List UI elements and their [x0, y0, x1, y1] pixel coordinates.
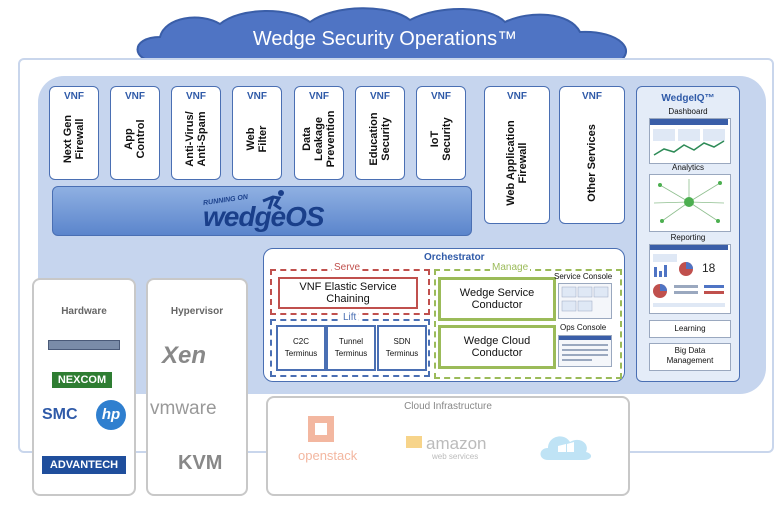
advantech-logo: ADVANTECH: [42, 456, 126, 474]
report-icon: [650, 245, 728, 307]
aws-cubes-icon: [406, 436, 422, 448]
vnf-next-gen-firewall: VNF Next Gen Firewall: [49, 86, 99, 180]
ops-console-thumbnail[interactable]: [558, 335, 612, 367]
vnf-other-services: VNF Other Services: [559, 86, 625, 224]
vnf-tag: VNF: [582, 91, 602, 102]
hardware-panel: Hardware NEXCOM SMC hp ADVANTECH: [32, 278, 136, 496]
c2c-terminus[interactable]: C2C Terminus: [276, 325, 326, 371]
vnf-label: Education Security: [368, 111, 392, 166]
vnf-web-application-firewall: VNF Web Application Firewall: [484, 86, 550, 224]
vnf-tag: VNF: [431, 91, 451, 102]
service-console-label: Service Console: [554, 272, 613, 281]
vnf-label: Web Filter: [245, 125, 269, 152]
kvm-logo: KVM: [178, 452, 223, 474]
reporting-label: Reporting: [670, 233, 706, 242]
cloud-infrastructure-panel: Cloud Infrastructure openstack amazon we…: [266, 396, 630, 496]
dashboard-thumbnail[interactable]: [649, 118, 731, 164]
vnf-label: IoT Security: [429, 116, 453, 161]
manage-label: Manage: [490, 262, 531, 273]
orchestrator-title: Orchestrator: [424, 252, 485, 263]
vnf-web-filter: VNF Web Filter: [232, 86, 282, 180]
lift-label: Lift: [341, 312, 359, 323]
vnf-tag: VNF: [125, 91, 145, 102]
vnf-data-leakage: VNF Data Leakage Prevention: [294, 86, 344, 180]
tunnel-terminus[interactable]: Tunnel Terminus: [326, 325, 376, 371]
page-title: Wedge Security Operations™: [252, 28, 518, 50]
learning-box[interactable]: Learning: [649, 320, 731, 338]
service-console-thumbnail[interactable]: [558, 283, 612, 319]
vnf-tag: VNF: [309, 91, 329, 102]
vnf-label: Data Leakage Prevention: [301, 110, 337, 167]
wedgeiq-title: WedgeIQ™: [661, 93, 715, 104]
smc-logo: SMC: [42, 406, 78, 423]
vnf-tag: VNF: [64, 91, 84, 102]
vnf-label: App Control: [123, 118, 147, 159]
vnf-label: Other Services: [586, 124, 598, 202]
console-grid-icon: [561, 286, 609, 312]
wedgeiq-panel: WedgeIQ™ Dashboard Analytics Reporting: [636, 86, 740, 382]
hardware-title: Hardware: [61, 306, 107, 317]
vnf-tag: VNF: [370, 91, 390, 102]
reporting-thumbnail[interactable]: 18: [649, 244, 731, 314]
orchestrator-panel: Orchestrator Serve VNF Elastic Service C…: [263, 248, 625, 382]
dashboard-label: Dashboard: [668, 107, 708, 116]
openstack-logo: openstack: [298, 448, 358, 463]
vnf-app-control: VNF App Control: [110, 86, 160, 180]
big-data-box[interactable]: Big Data Management: [649, 343, 731, 371]
vmware-logo: vmware: [150, 398, 217, 419]
xen-logo: Xen: [162, 342, 207, 369]
analytics-label: Analytics: [671, 163, 704, 172]
vnf-anti-virus: VNF Anti-Virus/ Anti-Spam: [171, 86, 221, 180]
dashboard-chart-icon: [650, 119, 728, 156]
vnf-label: Next Gen Firewall: [62, 114, 86, 163]
wedge-service-conductor[interactable]: Wedge Service Conductor: [438, 277, 556, 321]
vnf-label: Anti-Virus/ Anti-Spam: [184, 110, 208, 167]
cloud-infrastructure-title: Cloud Infrastructure: [404, 401, 492, 412]
azure-cloud-icon: [540, 436, 592, 460]
vnf-tag: VNF: [247, 91, 267, 102]
vnf-label: Web Application Firewall: [505, 120, 529, 206]
network-graph-icon: [653, 179, 725, 223]
amazon-logo: amazon: [426, 434, 487, 453]
report-number: 18: [702, 261, 716, 275]
wedgeos-bar: RUNNING ON wedgeOS: [52, 186, 472, 236]
wedge-cloud-conductor[interactable]: Wedge Cloud Conductor: [438, 325, 556, 369]
sdn-terminus[interactable]: SDN Terminus: [377, 325, 427, 371]
web-services-logo: web services: [432, 452, 479, 461]
ops-console-label: Ops Console: [560, 323, 607, 332]
vnf-tag: VNF: [507, 91, 527, 102]
vnf-elastic-service-chaining[interactable]: VNF Elastic Service Chaining: [278, 277, 418, 309]
wedgeos-logo: wedgeOS: [203, 201, 325, 232]
vnf-education-security: VNF Education Security: [355, 86, 405, 180]
serve-label: Serve: [332, 262, 363, 273]
runner-icon: [262, 190, 284, 211]
nexcom-logo: NEXCOM: [52, 372, 112, 388]
hypervisor-panel: Hypervisor Xen vmware KVM: [146, 278, 248, 496]
vnf-tag: VNF: [186, 91, 206, 102]
hp-logo: hp: [96, 400, 126, 430]
console-list-icon: [559, 336, 611, 361]
analytics-thumbnail[interactable]: [649, 174, 731, 232]
vnf-iot-security: VNF IoT Security: [416, 86, 466, 180]
server-appliance-icon: [48, 340, 120, 350]
hypervisor-title: Hypervisor: [170, 306, 224, 317]
openstack-icon: [308, 416, 334, 442]
